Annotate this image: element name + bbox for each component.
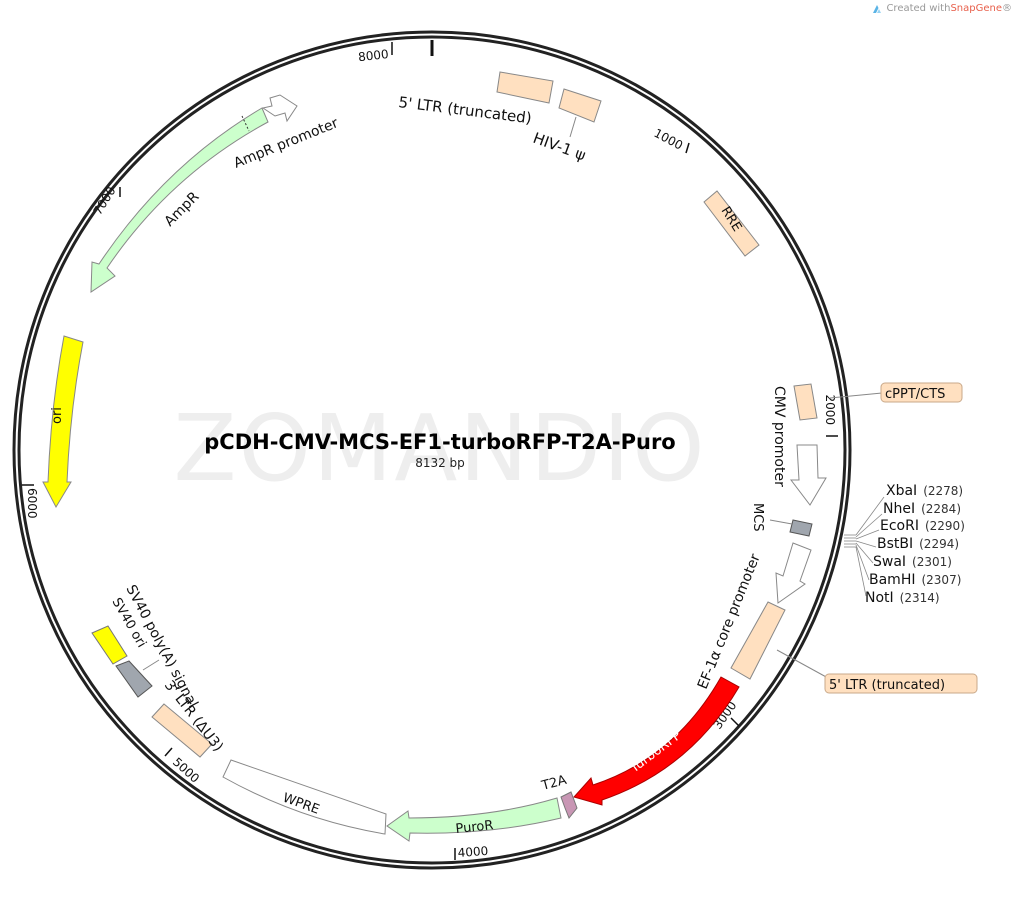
label-t2a: T2A	[539, 773, 568, 794]
enzyme-bstbi[interactable]: BstBI(2294)	[877, 536, 959, 552]
feature-ori[interactable]: ori	[42, 335, 84, 509]
label-cmv-promoter: CMV promoter	[771, 386, 787, 487]
watermark: ZOMANDIO	[173, 395, 707, 502]
snapgene-logo-icon	[873, 4, 882, 13]
feature-5-ltr-right[interactable]: 5' LTR (truncated)	[730, 601, 978, 694]
label-cppt-cts: cPPT/CTS	[885, 387, 945, 402]
feature-cppt-cts[interactable]: cPPT/CTS	[793, 382, 963, 421]
label-hiv-1-psi: HIV-1 ψ	[531, 129, 589, 165]
credit-suffix: ®	[1002, 3, 1012, 14]
snapgene-credit: Created with SnapGene®	[872, 3, 1012, 14]
feature-t2a[interactable]: T2A	[539, 773, 578, 819]
tick-label-2000: 2000	[823, 394, 837, 425]
plasmid-name: pCDH-CMV-MCS-EF1-turboRFP-T2A-Puro	[204, 430, 676, 454]
feature-mcs[interactable]: MCS	[750, 503, 813, 537]
plasmid-length: 8132 bp	[415, 456, 465, 470]
tick-label-8000: 8000	[357, 47, 389, 64]
credit-prefix: Created with	[886, 3, 951, 14]
plasmid-title-block: pCDH-CMV-MCS-EF1-turboRFP-T2A-Puro 8132 …	[150, 430, 730, 470]
label-5-ltr-top: 5' LTR (truncated)	[398, 93, 533, 127]
enzyme-swai[interactable]: SwaI(2301)	[873, 554, 952, 570]
feature-rre[interactable]: RRE	[703, 190, 760, 257]
tick-label-1000: 1000	[652, 126, 686, 153]
tick-label-4000: 4000	[457, 844, 488, 860]
feature-turborfp[interactable]: TurboRFP	[573, 676, 740, 806]
enzyme-bamhi[interactable]: BamHI(2307)	[869, 572, 961, 588]
feature-wpre[interactable]: WPRE	[222, 759, 387, 835]
label-mcs: MCS	[750, 503, 765, 532]
enzyme-noti[interactable]: NotI(2314)	[865, 590, 940, 606]
enzyme-leaders	[844, 496, 885, 597]
tick-marks	[22, 42, 838, 860]
feature-sv40-polya[interactable]: SV40 poly(A) signal	[91, 582, 201, 711]
feature-5-ltr-top[interactable]: 5' LTR (truncated)	[398, 71, 554, 127]
feature-cmv-promoter[interactable]: CMV promoter	[771, 386, 827, 506]
enzyme-ecori[interactable]: EcoRI(2290)	[880, 518, 965, 534]
label-ori: ori	[50, 407, 65, 424]
enzyme-xbai[interactable]: XbaI(2278)	[886, 483, 963, 499]
feature-ampr[interactable]: AmpR	[90, 107, 269, 293]
enzyme-list: XbaI(2278) NheI(2284) EcoRI(2290) BstBI(…	[865, 483, 965, 606]
label-puror: PuroR	[455, 818, 494, 837]
enzyme-nhei[interactable]: NheI(2284)	[883, 501, 961, 517]
credit-brand: SnapGene	[950, 3, 1002, 14]
feature-puror[interactable]: PuroR	[386, 797, 562, 842]
tick-label-6000: 6000	[25, 488, 39, 519]
label-5-ltr-right: 5' LTR (truncated)	[829, 678, 945, 693]
backbone	[12, 30, 852, 870]
